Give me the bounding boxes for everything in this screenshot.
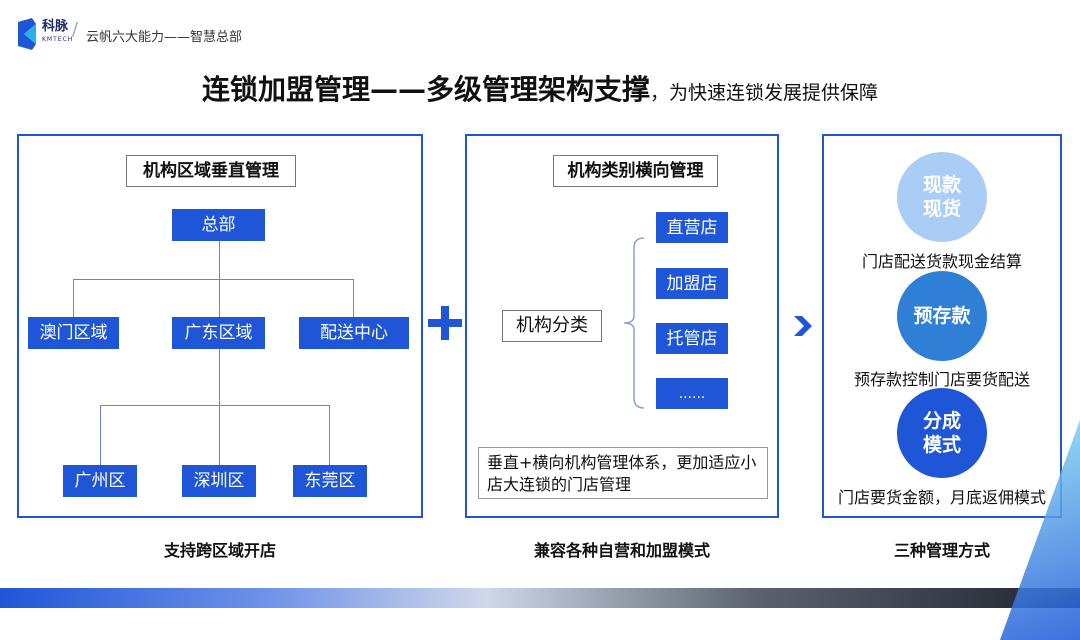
connector-line — [73, 279, 354, 280]
store-type-node: 托管店 — [656, 323, 728, 354]
org-node-district: 深圳区 — [182, 465, 256, 497]
brand-sub: KMTECH — [42, 36, 74, 43]
connector-line — [329, 405, 330, 466]
org-node-root: 总部 — [172, 209, 265, 241]
page-title: 连锁加盟管理——多级管理架构支撑，为快速连锁发展提供保障 — [0, 68, 1080, 108]
page-title-subtitle: ，为快速连锁发展提供保障 — [650, 82, 879, 104]
mode-desc-commission: 门店要货金额，月底返佣模式 — [837, 488, 1046, 507]
mode-circle-cash: 现款 现货 — [897, 152, 987, 242]
page-title-main: 连锁加盟管理——多级管理架构支撑 — [201, 73, 650, 106]
category-label: 机构分类 — [502, 310, 602, 342]
connector-line — [219, 405, 220, 466]
connector-line — [353, 279, 354, 318]
plus-icon — [428, 306, 462, 340]
category-bracket — [623, 237, 645, 409]
mode-circle-prepaid: 预存款 — [897, 271, 987, 361]
mode-circle-commission: 分成 模式 — [897, 388, 987, 478]
connector-line — [219, 240, 220, 280]
kmtech-logo-icon — [18, 18, 36, 50]
horizontal-management-caption: 兼容各种自营和加盟模式 — [533, 541, 710, 560]
horizontal-management-title: 机构类别横向管理 — [553, 155, 718, 187]
header-title: 云帆六大能力——智慧总部 — [86, 30, 243, 45]
org-node-district: 广州区 — [63, 465, 137, 497]
store-type-node: ...... — [656, 378, 728, 409]
connector-line — [219, 280, 220, 318]
store-type-node: 直营店 — [656, 212, 728, 243]
connector-line — [100, 405, 101, 466]
connector-line — [100, 405, 330, 406]
org-node-region: 配送中心 — [299, 317, 409, 349]
management-modes-caption: 三种管理方式 — [893, 541, 990, 560]
vertical-management-caption: 支持跨区域开店 — [163, 541, 276, 560]
chevron-right-icon — [794, 316, 812, 336]
connector-line — [219, 348, 220, 406]
connector-line — [73, 279, 74, 318]
header-divider: / — [72, 19, 79, 40]
org-node-district: 东莞区 — [293, 465, 367, 497]
vertical-management-title: 机构区域垂直管理 — [126, 155, 296, 187]
footer-decoration — [0, 588, 1080, 608]
store-type-node: 加盟店 — [656, 268, 728, 299]
brand-name: 科脉 — [42, 19, 69, 34]
management-note: 垂直+横向机构管理体系，更加适应小店大连锁的门店管理 — [478, 447, 768, 499]
mode-desc-cash: 门店配送货款现金结算 — [861, 252, 1022, 271]
org-node-region: 澳门区域 — [28, 317, 119, 349]
org-node-region: 广东区域 — [172, 317, 265, 349]
mode-desc-prepaid: 预存款控制门店要货配送 — [853, 370, 1030, 389]
